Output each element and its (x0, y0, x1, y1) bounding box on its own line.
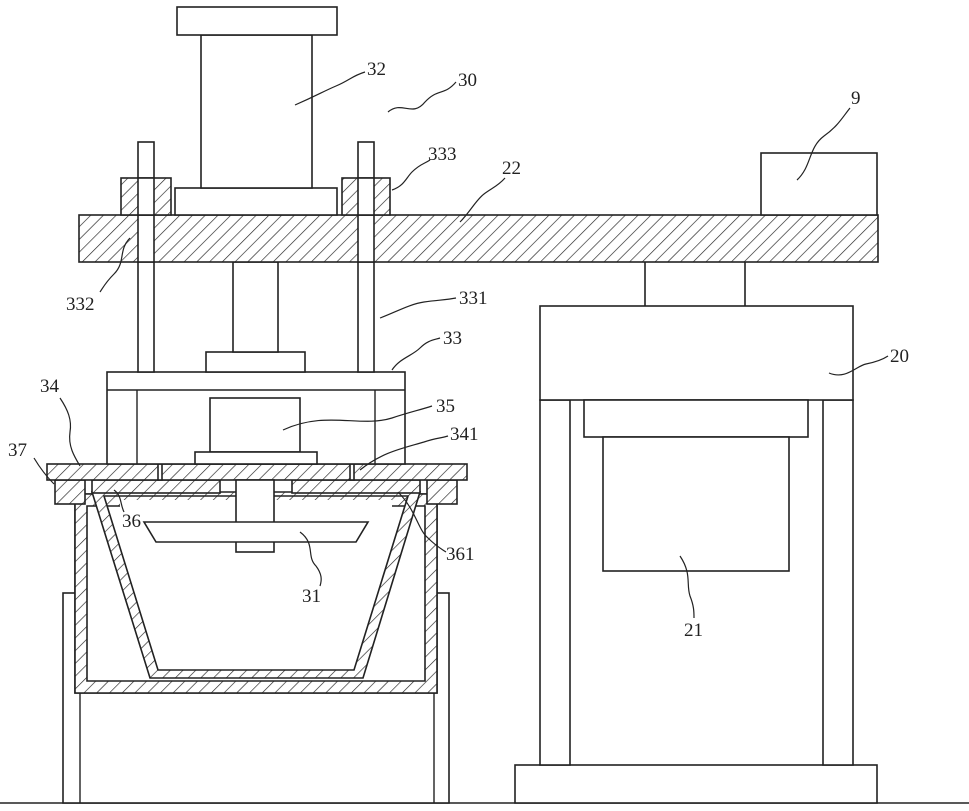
frame-right-leg (823, 400, 853, 765)
label-9: 9 (851, 88, 861, 109)
label-21: 21 (684, 620, 703, 641)
cylinder-32-body (201, 35, 312, 188)
cylinder-32-cap (177, 7, 337, 35)
box-21 (603, 437, 789, 571)
label-36: 36 (122, 511, 141, 532)
box-9 (761, 153, 877, 215)
motor-35 (210, 398, 300, 452)
label-32: 32 (367, 59, 386, 80)
rod-coupling (206, 352, 305, 372)
cover-plate-34 (47, 464, 467, 480)
label-332: 332 (66, 294, 95, 315)
label-361: 361 (446, 544, 475, 565)
frame-base-plate (515, 765, 877, 803)
top-plate-22 (79, 215, 878, 262)
leader-33 (392, 338, 440, 370)
label-31: 31 (302, 586, 321, 607)
collar-333-left-hole (138, 178, 154, 215)
leader-30 (388, 82, 456, 112)
label-30: 30 (458, 70, 477, 91)
label-22: 22 (502, 158, 521, 179)
flange-right (427, 480, 457, 504)
stir-blade-31 (144, 522, 368, 542)
flange-left-37 (55, 480, 85, 504)
leader-34 (60, 398, 80, 466)
seal-36-right (292, 480, 420, 493)
label-20: 20 (890, 346, 909, 367)
bushing-332-right (358, 215, 374, 262)
label-34: 34 (40, 376, 60, 397)
cylinder-rod (233, 262, 278, 352)
leader-331 (380, 298, 456, 318)
cylinder-32-mount (175, 188, 337, 215)
cover-plate-center-gap-2 (350, 464, 354, 480)
bushing-332-left (138, 215, 154, 262)
cover-plate-center-gap (158, 464, 162, 480)
frame-inner-block (584, 400, 808, 437)
label-37: 37 (8, 440, 27, 461)
frame-head-20 (540, 306, 853, 400)
seal-36-left (92, 480, 220, 493)
motor-35-base (195, 452, 317, 464)
label-333: 333 (428, 144, 457, 165)
frame-left-leg (540, 400, 570, 765)
label-341: 341 (450, 424, 479, 445)
label-33: 33 (443, 328, 462, 349)
label-35: 35 (436, 396, 455, 417)
collar-333-right-hole (358, 178, 374, 215)
label-331: 331 (459, 288, 488, 309)
leader-333 (392, 160, 430, 190)
